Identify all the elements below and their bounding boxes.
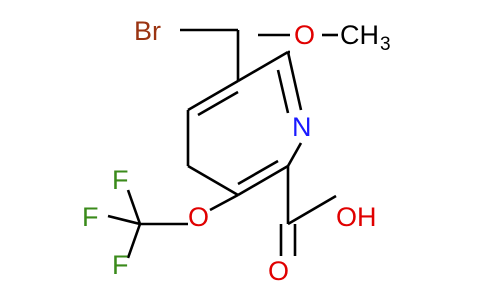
bond-c6-c5 [237,164,289,197]
bond-c6-c5-inner [237,159,279,186]
bond-c3-c2 [237,50,289,83]
atom-oh: OH [336,202,377,232]
bond-c5-c4 [187,164,239,197]
atom-n-ring: N [292,112,312,142]
bond-n1-c6 [286,142,303,167]
substituent-bonds [107,28,338,259]
bond-c5-o [209,193,239,212]
atom-o-carbonyl: O [268,256,289,286]
bond-c2-n1-inner [276,69,290,114]
bond-c3-c4-inner [187,79,239,112]
bond-cf3-f2 [107,214,141,226]
atom-o-methoxy: O [294,20,315,50]
bond-cf3-f1 [126,189,142,225]
bond-c2-n1 [286,51,303,111]
bond-c3-c4-inner-2 [197,90,239,117]
atom-f3: F [112,250,129,280]
bond-cooh-oh [287,194,337,226]
atom-o-ether: O [188,202,209,232]
pyridine-ring [186,50,303,197]
atom-br: Br [134,16,161,46]
atom-f2: F [82,202,99,232]
atom-f1: F [112,165,129,195]
atom-methyl-subscript: 3 [380,34,391,55]
bond-cf3-f3 [126,223,142,259]
atom-methyl-c: CH [340,20,379,50]
